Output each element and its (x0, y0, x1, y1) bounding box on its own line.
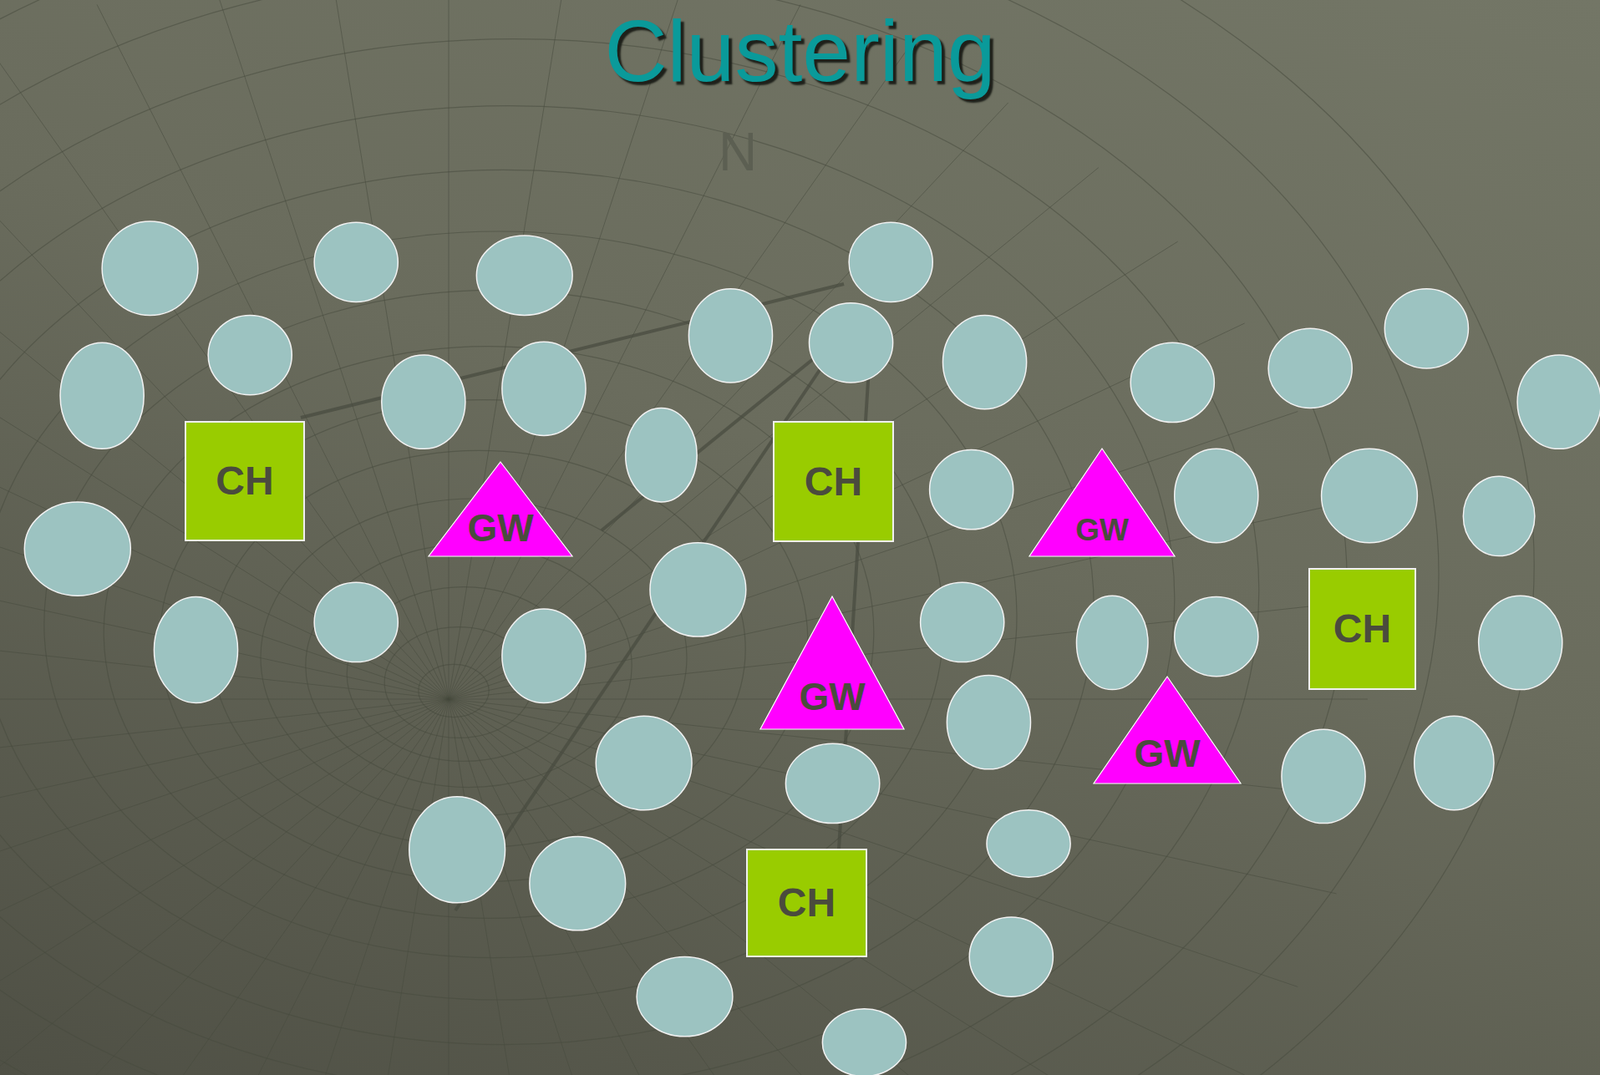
sensor-node (785, 743, 879, 823)
sensor-node (476, 235, 573, 315)
sensor-node (688, 289, 773, 383)
watermark: N (718, 125, 757, 179)
gateway-triangle: GW (428, 462, 573, 557)
web-spoke (448, 699, 909, 1075)
web-spoke (448, 0, 450, 700)
web-ring (0, 169, 1094, 1045)
sensor-node (595, 716, 692, 810)
sensor-node (314, 582, 398, 662)
sensor-node (650, 543, 747, 637)
sensor-node (625, 408, 697, 503)
triangle-outline (1093, 676, 1241, 784)
web-ring (44, 289, 944, 958)
web-spoke (0, 699, 449, 987)
node-label: GW (1133, 734, 1200, 773)
sensor-node (502, 609, 586, 703)
sensor-node (529, 836, 626, 930)
sensor-node (1321, 448, 1418, 543)
sensor-node (636, 957, 733, 1037)
sensor-node (60, 342, 144, 449)
web-spoke (0, 699, 449, 1075)
sensor-node (101, 221, 199, 315)
gateway-triangle: GW (1029, 448, 1175, 557)
web-spoke (0, 699, 449, 1075)
sensor-node (381, 355, 466, 449)
web-spoke (448, 699, 1368, 701)
sensor-node (848, 222, 933, 302)
sensor-node (1130, 342, 1214, 422)
web-spoke (448, 699, 1298, 987)
web-ring (0, 39, 1260, 1075)
sensor-node (1462, 476, 1534, 556)
web-spoke (448, 48, 909, 700)
node-label: CH (777, 883, 836, 924)
web-spoke (0, 48, 449, 700)
sensor-node (808, 303, 893, 383)
triangle-outline (428, 462, 573, 557)
sensor-node (1384, 289, 1468, 369)
triangle-outline (760, 596, 905, 730)
sensor-node (1076, 595, 1148, 690)
sensor-node (208, 314, 292, 395)
node-label: CH (1333, 609, 1392, 650)
sensor-node (986, 810, 1071, 879)
sensor-node (1517, 355, 1600, 449)
web-spoke (0, 699, 449, 798)
web-ring (0, 0, 1347, 1075)
sensor-node (946, 675, 1031, 770)
sensor-node (502, 341, 586, 436)
node-label: GW (1075, 514, 1129, 546)
sensor-node (153, 596, 238, 703)
node-label: GW (467, 508, 534, 548)
sensor-node (1478, 595, 1563, 690)
web-spoke (448, 5, 801, 700)
sensor-node (1414, 716, 1494, 810)
web-spoke (0, 699, 449, 701)
sensor-node (969, 917, 1053, 997)
node-label: GW (798, 677, 865, 717)
web-ring (0, 106, 1175, 1075)
sensor-node (314, 222, 398, 302)
sensor-node (24, 502, 131, 596)
cluster-head-box: CH (772, 421, 894, 543)
sensor-node (929, 450, 1014, 530)
title: Clustering (0, 3, 1600, 99)
web-ring (305, 543, 632, 788)
cluster-head-box: CH (184, 421, 305, 542)
sensor-node (942, 314, 1027, 409)
sensor-node (822, 1009, 906, 1075)
web-spoke (0, 699, 449, 1075)
sensor-node (1174, 596, 1259, 676)
sensor-node (1174, 448, 1259, 543)
web-ring (0, 0, 1439, 1075)
triangle-outline (1029, 448, 1175, 557)
node-label: CH (215, 461, 274, 502)
web-spoke (0, 699, 449, 1075)
web-spoke (0, 699, 449, 1075)
web-spoke (0, 699, 449, 894)
web-ring (0, 0, 1534, 1075)
sensor-node (409, 797, 506, 904)
web-grid (0, 0, 1534, 1075)
cluster-head-box: CH (746, 848, 868, 958)
gateway-triangle: GW (1093, 676, 1241, 784)
cluster-head-box: CH (1308, 568, 1417, 691)
web-spoke (96, 5, 449, 700)
sensor-node (1281, 729, 1366, 823)
gateway-triangle: GW (760, 596, 905, 730)
sensor-node (1268, 328, 1352, 408)
web-spoke (448, 699, 1009, 1075)
web-ring (103, 346, 874, 920)
node-label: CH (804, 462, 863, 503)
sensor-node (920, 582, 1005, 662)
